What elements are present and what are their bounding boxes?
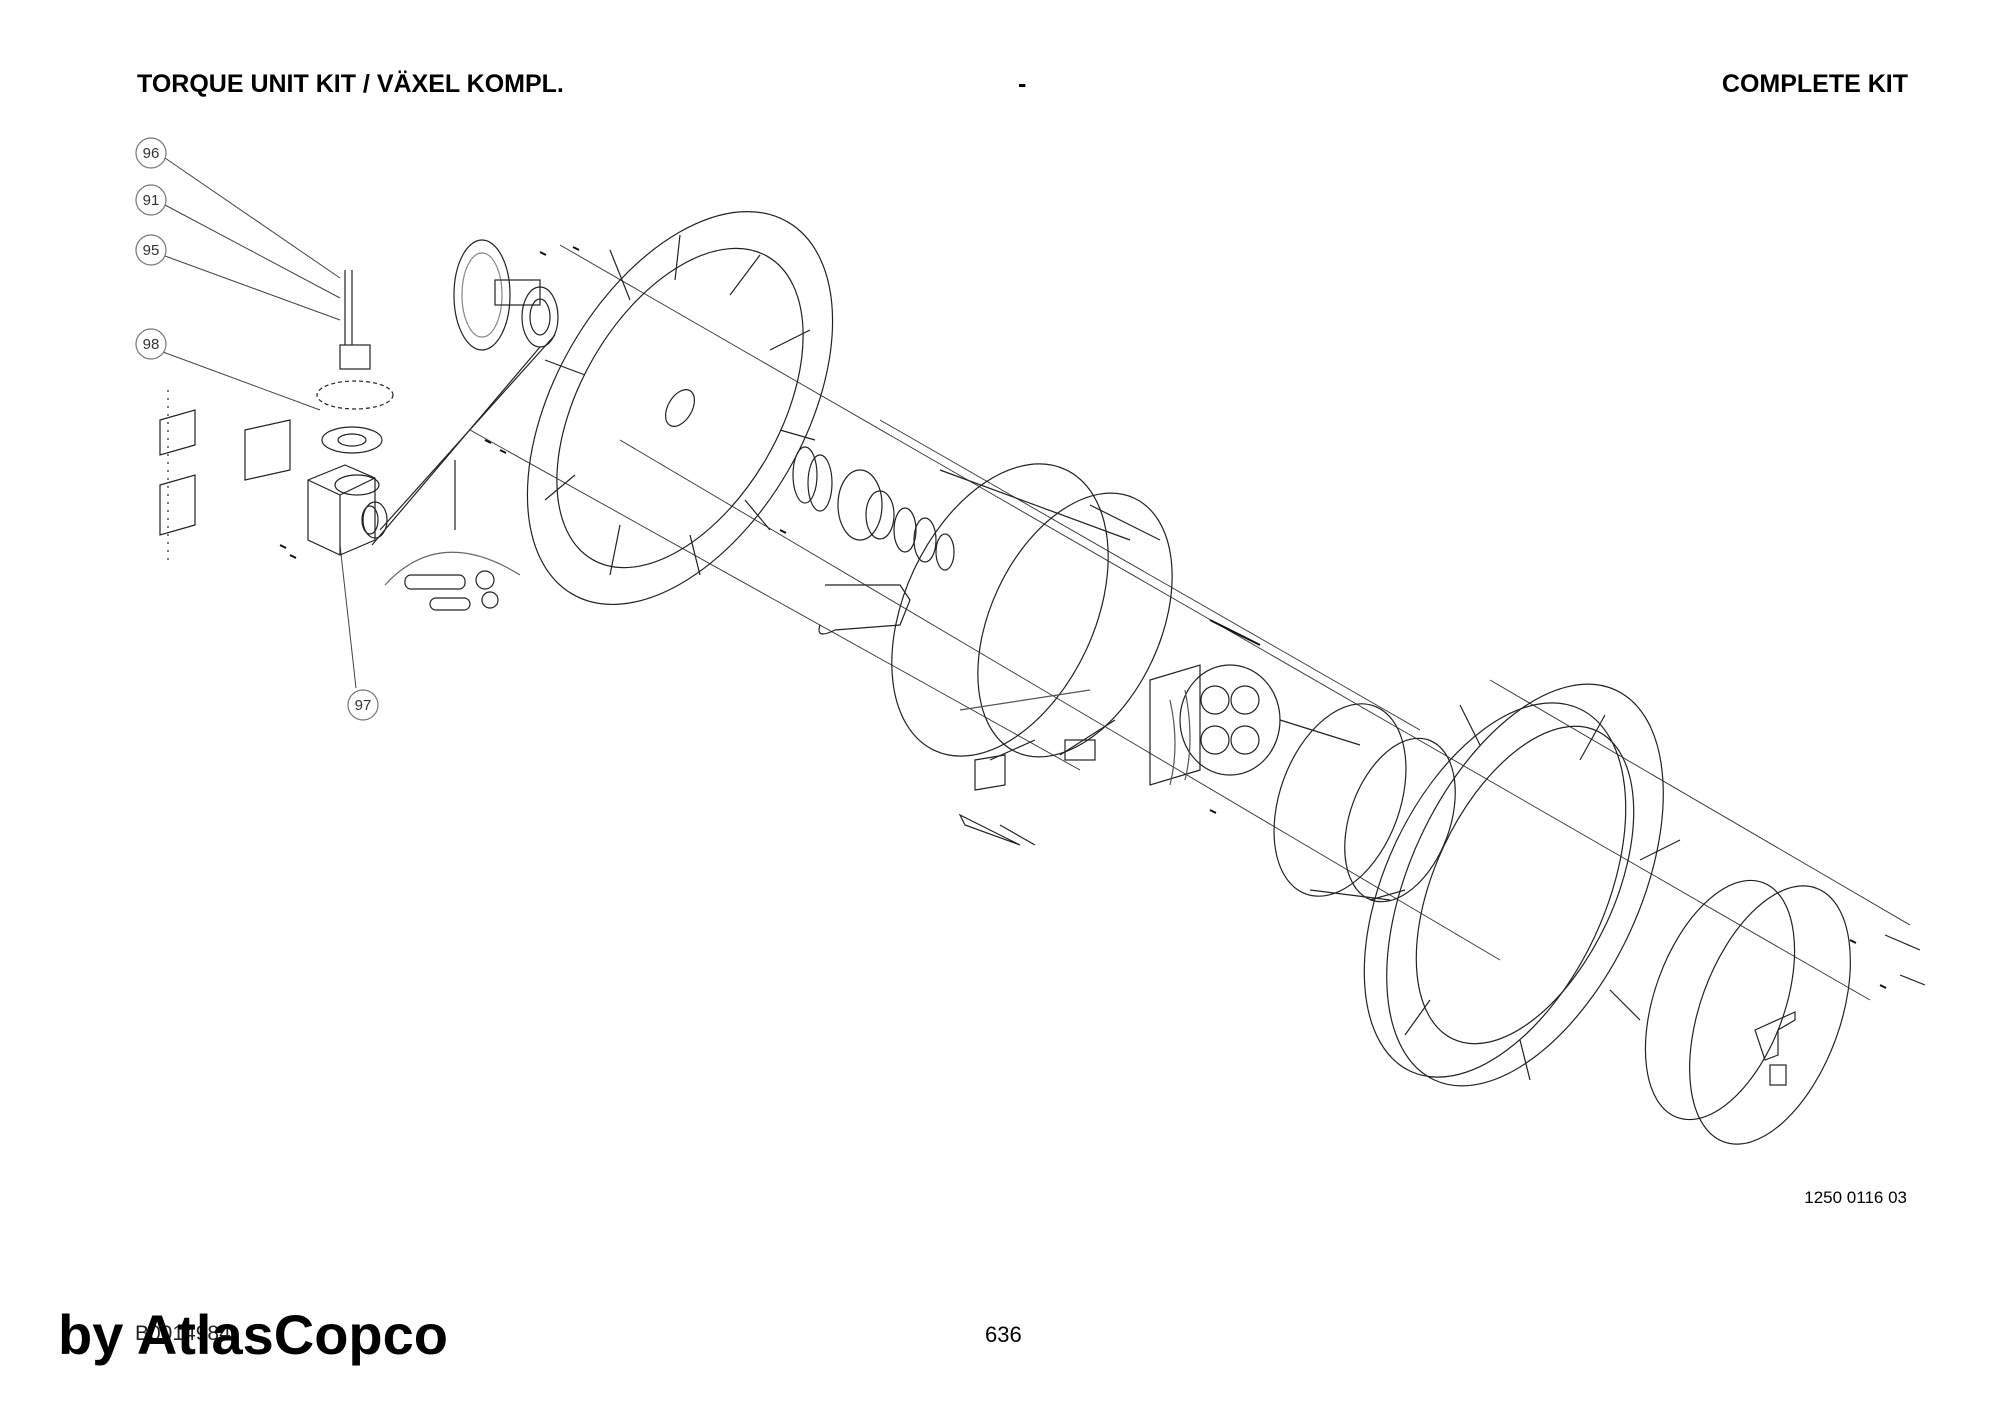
bearing-hub	[792, 446, 955, 635]
drawing-number: 1250 0116 03	[1804, 1188, 1907, 1207]
callout-95: 95	[143, 242, 160, 259]
document-number: B0014984	[135, 1322, 231, 1345]
end-cap-discs	[1644, 879, 1926, 1145]
inner-cover	[1273, 703, 1456, 903]
cable-gland	[958, 754, 1036, 846]
callout-96: 96	[143, 145, 160, 162]
callout-leaders	[162, 157, 357, 689]
page-number: 636	[985, 1322, 1022, 1347]
title-separator: -	[1018, 70, 1027, 98]
chain-detail	[384, 460, 521, 611]
fastener-markers	[279, 246, 1887, 989]
page-title: TORQUE UNIT KIT / VÄXEL KOMPL.	[137, 70, 564, 98]
watermark: by AtlasCopco	[58, 1303, 448, 1366]
callout-98: 98	[143, 336, 160, 353]
slip-ring-assembly	[959, 664, 1281, 786]
callout-circles	[135, 137, 379, 721]
sprocket-shaft	[371, 239, 559, 546]
callout-97: 97	[355, 697, 372, 714]
callout-labels: 96 91 95 98 97	[143, 145, 372, 714]
callout-91: 91	[143, 192, 160, 209]
kit-type-title: COMPLETE KIT	[1721, 70, 1908, 98]
reel-flange-left	[526, 210, 834, 606]
torque-unit-gearbox	[159, 270, 394, 560]
reel-flange-right	[1363, 683, 1681, 1087]
reel-drum	[891, 463, 1173, 761]
assembly-axes	[469, 244, 1911, 1001]
